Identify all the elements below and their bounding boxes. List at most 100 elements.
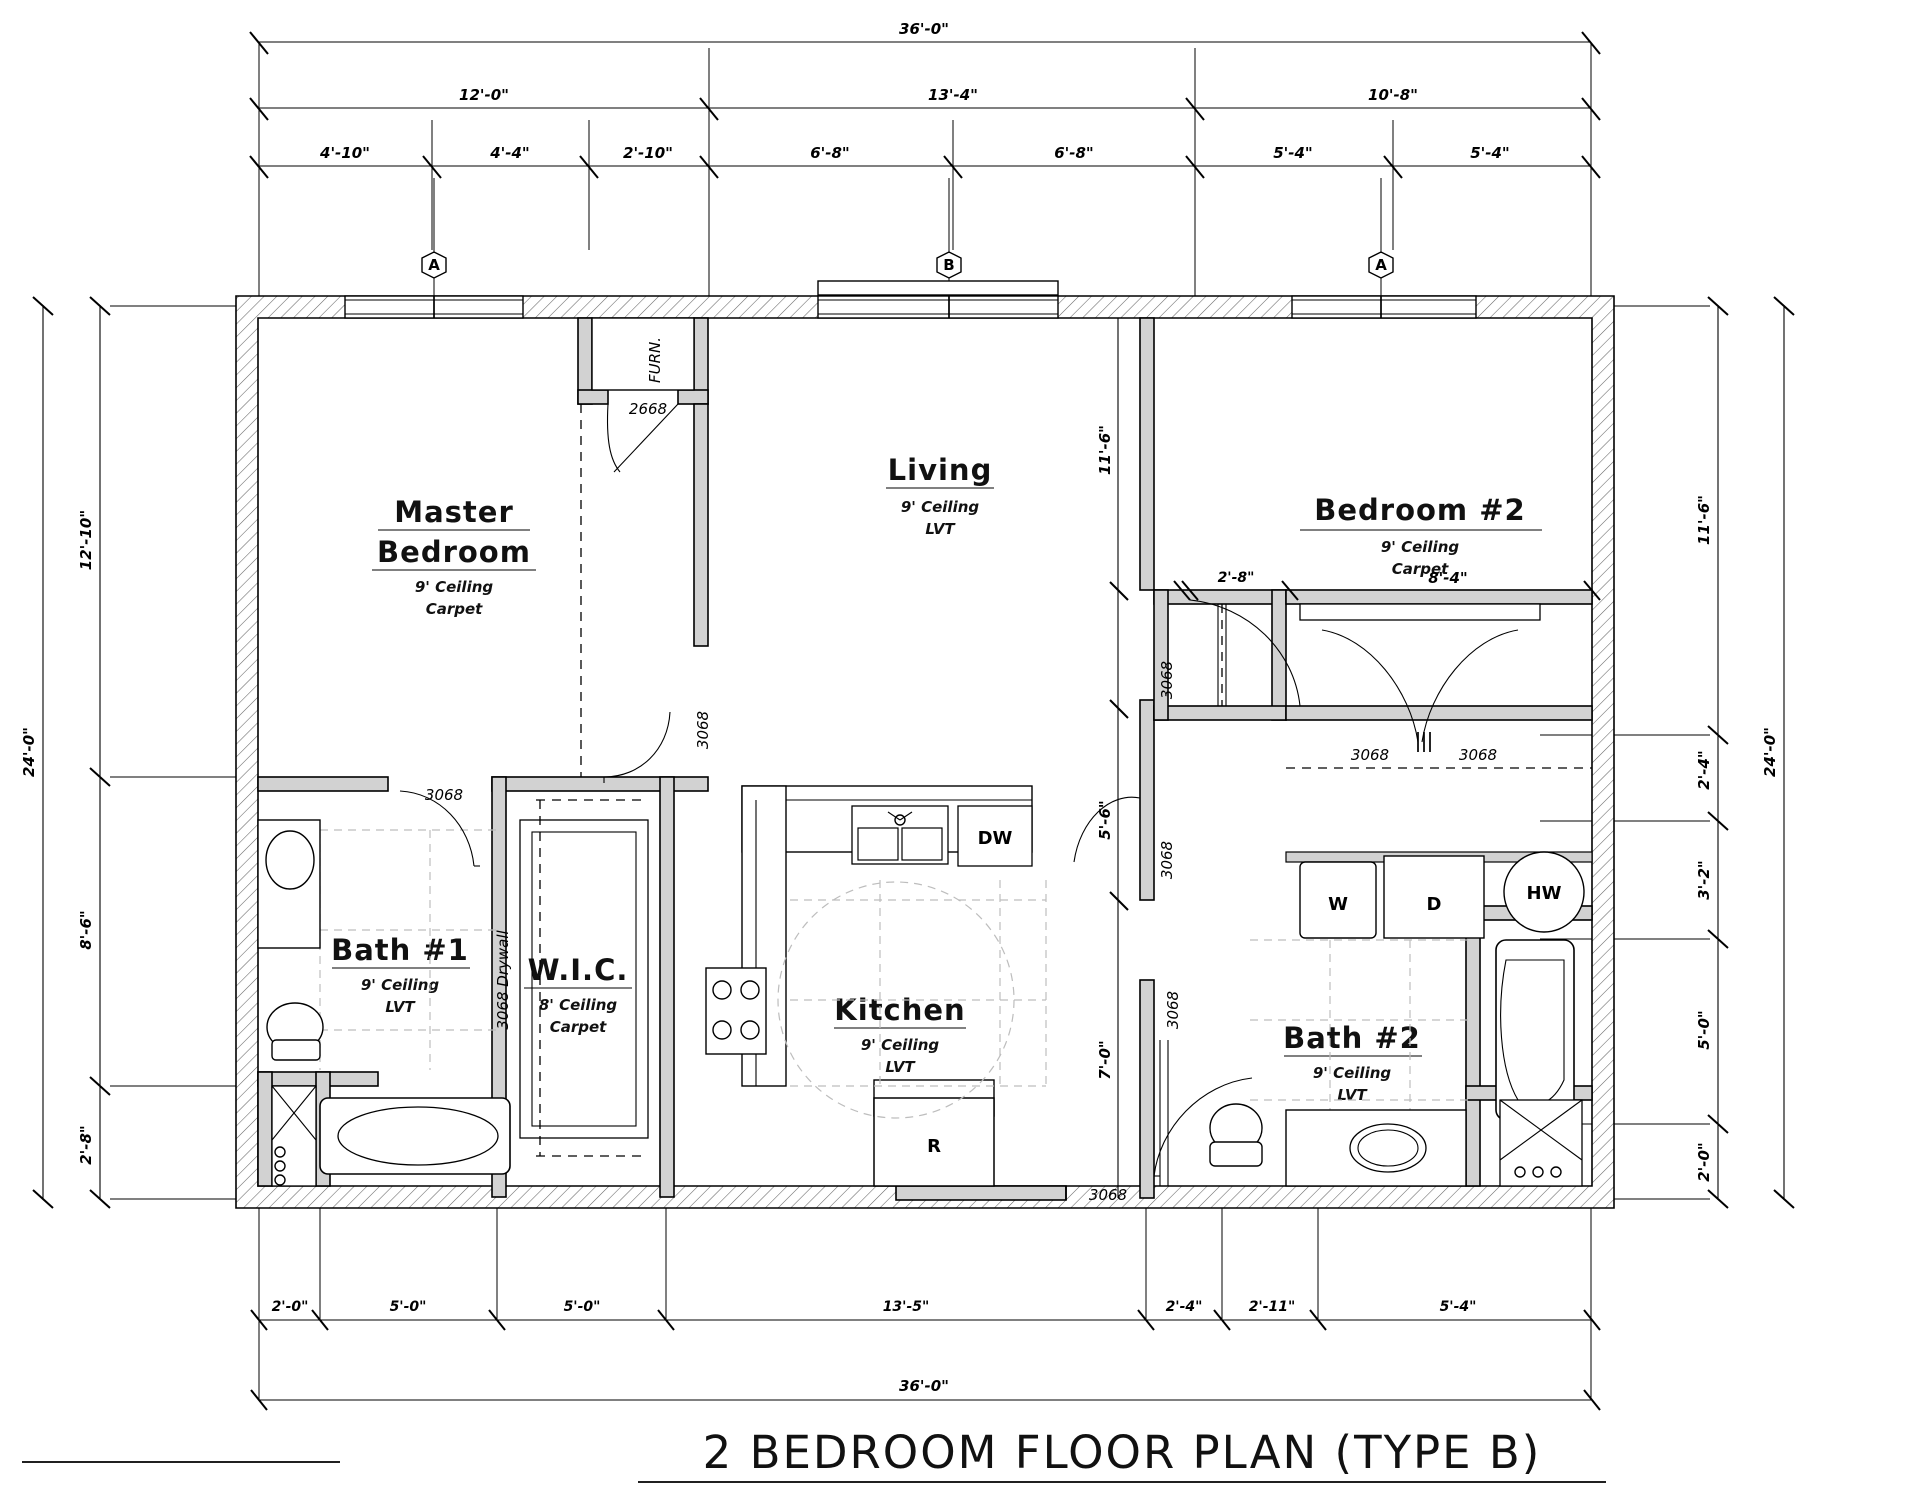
dim-hall-door-offset: 2'-8" (1218, 570, 1255, 586)
window-mark-a-left: A (421, 178, 447, 300)
room-ceiling-master: 9' Ceiling (415, 578, 494, 596)
dim-top-detail-3: 2'-10" (623, 144, 673, 162)
room-floor-bedroom2: Carpet (1392, 560, 1449, 578)
room-wic: W.I.C. 8' Ceiling Carpet 3068 Drywall (494, 799, 649, 1157)
room-label-master-line1: Master (394, 495, 514, 529)
window-mark-label: B (943, 256, 954, 274)
dim-bottom-1: 2'-0" (272, 1299, 309, 1315)
dryer-label: D (1427, 894, 1442, 915)
dim-bottom-3: 5'-0" (564, 1299, 601, 1315)
bottom-dimension-overall: 36'-0" (250, 1377, 1601, 1411)
window-mark-b-center: B (936, 178, 962, 300)
room-ceiling-bath2: 9' Ceiling (1313, 1064, 1392, 1082)
dishwasher-label: DW (978, 828, 1013, 849)
right-dimension-chain: 11'-6" 2'-4" 3'-2" 5'-0" 2'-0" (1540, 296, 1729, 1209)
room-label-wic: W.I.C. (528, 953, 629, 987)
room-floor-bath1: LVT (385, 998, 416, 1016)
window-mark-label: A (428, 256, 440, 274)
room-bedroom-2: Bedroom #2 9' Ceiling Carpet 8'-4" (1181, 493, 1601, 601)
dim-bottom-2: 5'-0" (390, 1299, 427, 1315)
dim-top-mid-1: 12'-0" (459, 86, 509, 104)
bedroom2-closet: 3068 3068 (1286, 603, 1592, 769)
room-label-living: Living (888, 453, 993, 487)
room-floor-bath2: LVT (1337, 1086, 1368, 1104)
dim-right-2: 2'-4" (1695, 750, 1713, 790)
room-ceiling-wic: 8' Ceiling (539, 996, 618, 1014)
washer-label: W (1328, 894, 1348, 915)
door-tag-hall-2: 3068 (1158, 841, 1176, 879)
dim-left-overall: 24'-0" (20, 727, 38, 777)
top-dimension-overall: 36'-0" (249, 20, 1601, 55)
top-dimension-mid-chain: 12'-0" 13'-4" 10'-8" (249, 86, 1601, 121)
left-dimension-chain: 12'-10" 8'-6" 2'-8" (77, 296, 262, 1209)
door-tag-exterior: 3068 (1089, 1186, 1127, 1204)
room-floor-wic: Carpet (550, 1018, 607, 1036)
dim-bottom-6: 2'-11" (1249, 1299, 1296, 1315)
drawing-title-block: 2 BEDROOM FLOOR PLAN (TYPE B) (22, 1426, 1606, 1483)
room-label-bath1: Bath #1 (331, 933, 469, 967)
dim-left-1: 12'-10" (77, 510, 95, 570)
furnace-closet: FURN. 2668 (591, 317, 695, 473)
room-bath-1: Bath #1 9' Ceiling LVT 3068 (257, 786, 511, 1187)
hall-laundry: W D HW (1217, 604, 1593, 939)
room-ceiling-living: 9' Ceiling (901, 498, 980, 516)
dim-bottom-7: 5'-4" (1440, 1299, 1477, 1315)
bottom-dimension-chain: 2'-0" 5'-0" 5'-0" 13'-5" 2'-4" 2'-11" 5'… (250, 1299, 1601, 1331)
dim-bottom-4: 13'-5" (883, 1299, 930, 1315)
room-bath-2: Bath #2 9' Ceiling LVT 3068 (1153, 939, 1583, 1187)
water-heater-label: HW (1527, 883, 1562, 904)
dim-top-mid-2: 13'-4" (928, 86, 978, 104)
dim-bottom-5: 2'-4" (1166, 1299, 1203, 1315)
dim-interior-1: 11'-6" (1096, 425, 1114, 475)
room-label-bedroom2: Bedroom #2 (1314, 493, 1525, 527)
room-label-master-line2: Bedroom (377, 535, 531, 569)
door-tag-bath1: 3068 (425, 786, 463, 804)
window-mark-label: A (1375, 256, 1387, 274)
furnace-label: FURN. (646, 337, 664, 383)
top-extension-lines (258, 42, 1592, 300)
right-dimension-overall: 24'-0" (1761, 296, 1795, 1209)
room-label-bath2: Bath #2 (1283, 1021, 1421, 1055)
dim-top-detail-2: 4'-4" (489, 144, 530, 162)
room-living: Living 9' Ceiling LVT (886, 453, 994, 538)
room-ceiling-kitchen: 9' Ceiling (861, 1036, 940, 1054)
window-living-room (817, 280, 1059, 319)
dim-right-1: 11'-6" (1695, 495, 1713, 545)
room-label-kitchen: Kitchen (834, 993, 965, 1027)
door-master-bedroom: 3068 (603, 711, 712, 783)
dim-top-overall: 36'-0" (899, 20, 949, 38)
room-kitchen: Kitchen 9' Ceiling LVT DW R (705, 785, 1047, 1187)
refrigerator-label: R (927, 1136, 941, 1157)
dim-left-2: 8'-6" (77, 910, 95, 950)
dim-bottom-overall: 36'-0" (899, 1377, 949, 1395)
room-floor-kitchen: LVT (885, 1058, 916, 1076)
door-tag-hall-1: 3068 (1158, 661, 1176, 699)
dim-left-3: 2'-8" (77, 1125, 95, 1165)
door-tag-master: 3068 (694, 711, 712, 749)
page-title: 2 BEDROOM FLOOR PLAN (TYPE B) (703, 1426, 1542, 1479)
dim-top-detail-6: 5'-4" (1273, 144, 1313, 162)
room-ceiling-bath1: 9' Ceiling (361, 976, 440, 994)
dim-bedroom2-width: 8'-4" (1428, 569, 1468, 587)
dim-right-overall: 24'-0" (1761, 727, 1779, 777)
room-floor-living: LVT (925, 520, 956, 538)
door-tag-closet-right: 3068 (1459, 746, 1497, 764)
room-ceiling-bedroom2: 9' Ceiling (1381, 538, 1460, 556)
bottom-extension-lines (258, 1208, 1592, 1400)
top-dimension-detail-chain: 4'-10" 4'-4" 2'-10" 6'-8" 6'-8" 5'-4" 5'… (249, 144, 1601, 179)
dim-right-5: 2'-0" (1695, 1142, 1713, 1182)
room-master-bedroom: Master Bedroom 9' Ceiling Carpet (372, 404, 582, 777)
dim-right-3: 3'-2" (1695, 860, 1713, 900)
door-living-hall: 3068 (1073, 796, 1176, 879)
door-tag-wic-drywall: 3068 Drywall (494, 930, 512, 1030)
door-tag-closet-left: 3068 (1351, 746, 1389, 764)
door-hall-bedroom2: 3068 (1158, 599, 1301, 707)
dim-interior-3: 7'-0" (1096, 1040, 1114, 1080)
dim-right-4: 5'-0" (1695, 1010, 1713, 1050)
left-dimension-overall: 24'-0" (20, 296, 54, 1209)
dim-top-detail-5: 6'-8" (1054, 144, 1094, 162)
dim-top-detail-4: 6'-8" (810, 144, 850, 162)
dim-top-detail-1: 4'-10" (319, 144, 370, 162)
window-mark-a-right: A (1368, 178, 1394, 300)
